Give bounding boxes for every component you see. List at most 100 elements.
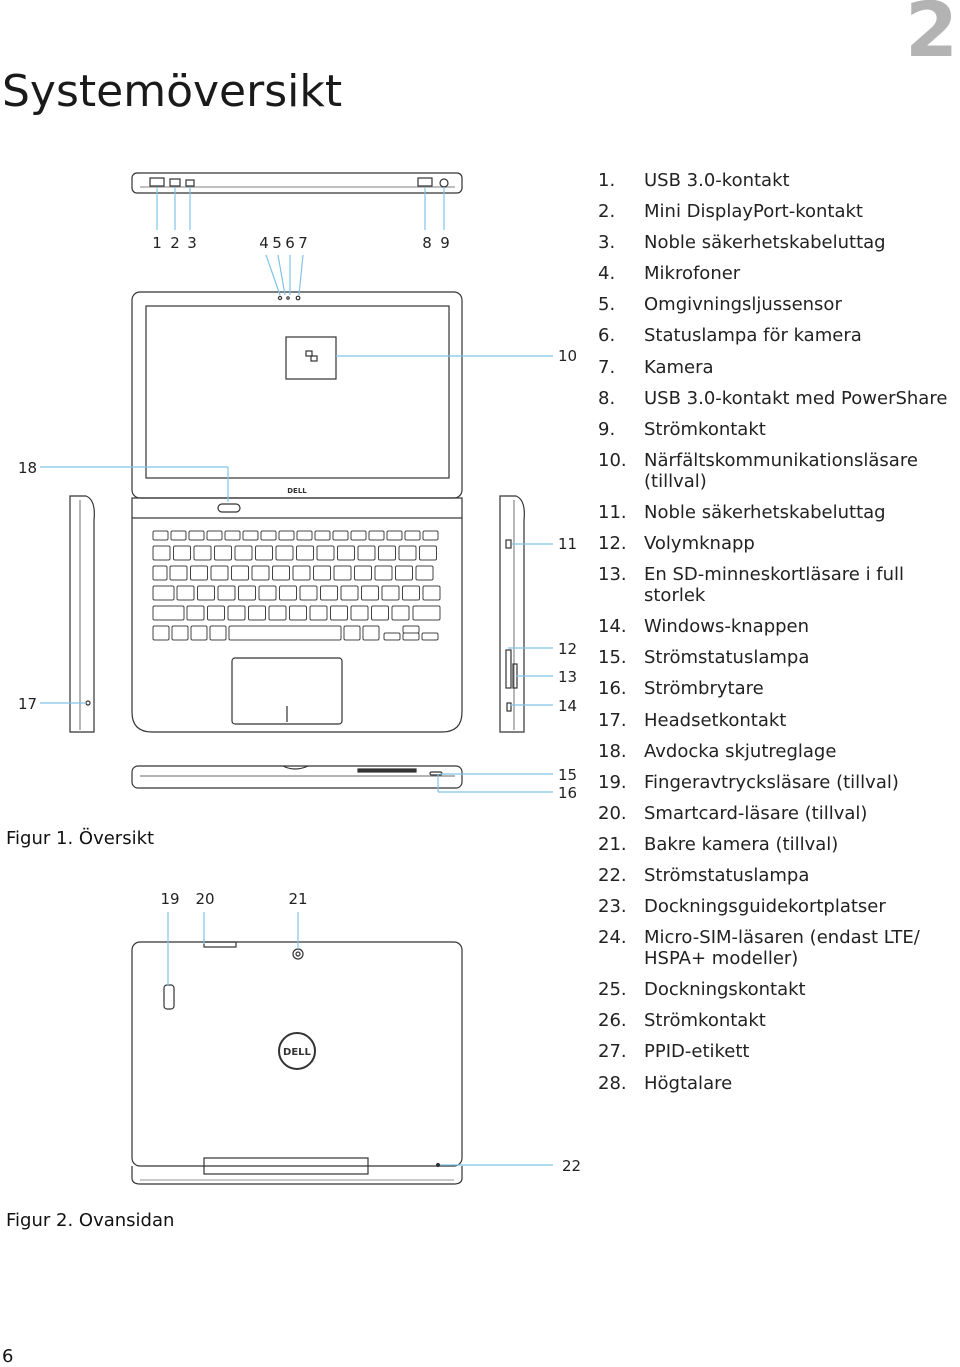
legend-item-number: 23. [598,896,627,918]
keyboard-key [186,605,205,621]
legend-item: 25.Dockningskontakt [598,979,960,1000]
figure2-caption: Figur 2. Ovansidan [6,1210,175,1231]
keyboard-key [227,605,246,621]
keyboard-key [272,565,290,581]
keyboard-key [299,585,318,601]
callout-14: 14 [558,697,577,715]
laptop-open-view [40,254,553,733]
legend-item-number: 11. [598,501,627,523]
legend-item-label: Windows-knappen [644,616,810,638]
legend-item-number: 28. [598,1072,627,1094]
keyboard-key [350,530,367,541]
legend-item-label: Omgivningsljussensor [644,294,842,316]
legend-item-number: 6. [598,325,616,347]
callout-11: 11 [558,535,577,553]
brand-logo-text: DELL [283,1047,312,1058]
keyboard-key [193,545,212,561]
callout-19: 19 [160,890,179,908]
legend-item: 5.Omgivningsljussensor [598,294,960,315]
callout-22: 22 [562,1157,581,1175]
keyboard-key [296,545,314,561]
right-side-view [499,495,553,733]
keyboard-key [173,545,191,561]
legend-item: 20. Smartcard-läsare (tillval) [598,803,960,824]
keyboard-key [362,625,380,641]
callout-labels: 1 2 3 4 5 6 7 8 9 10 11 12 13 14 15 16 1… [18,234,581,1175]
legend-item-label: Kamera [644,356,714,378]
legend-item-number: 2. [598,201,616,223]
keyboard-key [340,585,359,601]
component-legend: 1.USB 3.0-kontakt 2. Mini DisplayPort-kont… [598,170,960,1104]
keyboard-key [268,605,287,621]
legend-item-label: USB 3.0-kontakt [644,170,790,191]
legend-item-number: 20. [598,802,627,824]
displayport-icon [169,178,181,187]
legend-item: 19.Fingeravtrycksläsare (tillval) [598,772,960,793]
keyboard-key [231,565,249,581]
legend-item-label: Närfältskommunikationsläsare (tillval) [644,449,918,492]
legend-item: 4.Mikrofoner [598,263,960,284]
left-side-view [40,495,95,733]
undock-slider-icon [217,503,241,513]
legend-item-number: 9. [598,418,616,440]
keyboard-key [176,585,195,601]
lock-slot-icon [185,179,195,187]
legend-item-number: 7. [598,356,616,378]
legend-item: 17. Headsetkontakt [598,710,960,731]
top-edge-view [131,172,463,230]
page-number: 6 [2,1346,14,1367]
keyboard-key [320,585,338,601]
callout-13: 13 [558,668,577,686]
legend-item-number: 10. [598,449,627,471]
keyboard-key [398,545,417,561]
callout-21: 21 [288,890,307,908]
legend-item-label: Smartcard-läsare (tillval) [644,802,868,824]
keyboard-key [421,632,439,641]
keyboard-key [152,625,170,641]
keyboard-key [217,585,236,601]
chapter-number: 2 [905,0,958,74]
usb-powershare-icon [417,177,433,187]
dell-logo-icon [278,1032,316,1070]
legend-item-number: 24. [598,927,627,949]
legend-item: 10. Närfältskommunikationsläsare (tillval… [598,450,960,492]
volume-button-icon [505,649,512,689]
keyboard-key [170,530,187,541]
keyboard-key [214,545,232,561]
brand-logo-text: DELL [287,487,307,495]
keyboard-key [152,565,168,581]
legend-item-number: 19. [598,771,627,793]
legend-item-label: USB 3.0-kontakt med PowerShare [644,387,948,409]
legend-item-number: 3. [598,232,616,254]
keyboard-key [332,530,349,541]
legend-item-number: 4. [598,263,616,285]
legend-item-number: 21. [598,833,627,855]
legend-item: 14.Windows-knappen [598,616,960,637]
headset-jack-icon [85,700,91,706]
keyboard-key [275,545,294,561]
keyboard-key [152,545,171,561]
legend-item: 9.Strömkontakt [598,419,960,440]
rear-camera-icon [292,948,304,960]
keyboard-key [242,530,259,541]
keyboard-key [190,625,208,641]
legend-item: 7. Kamera [598,357,960,378]
legend-item-label: Mini DisplayPort-kontakt [644,201,863,223]
legend-item: 6.Statuslampa för kamera [598,325,960,346]
callout-18: 18 [18,459,37,477]
legend-item-number: 8. [598,387,616,409]
callout-4: 4 [259,234,269,252]
usb-port-icon [149,177,165,187]
keyboard-key [296,530,313,541]
legend-item-label: Headsetkontakt [644,709,787,731]
legend-item-label: Strömstatuslampa [644,647,810,669]
legend-item: 1.USB 3.0-kontakt [598,170,960,191]
keyboard-key [368,530,385,541]
legend-item-number: 17. [598,709,627,731]
keyboard-key [260,530,277,541]
keyboard-key [152,605,185,621]
legend-item-label: Högtalare [644,1072,733,1094]
keyboard-key [402,585,420,601]
callout-17: 17 [18,695,37,713]
